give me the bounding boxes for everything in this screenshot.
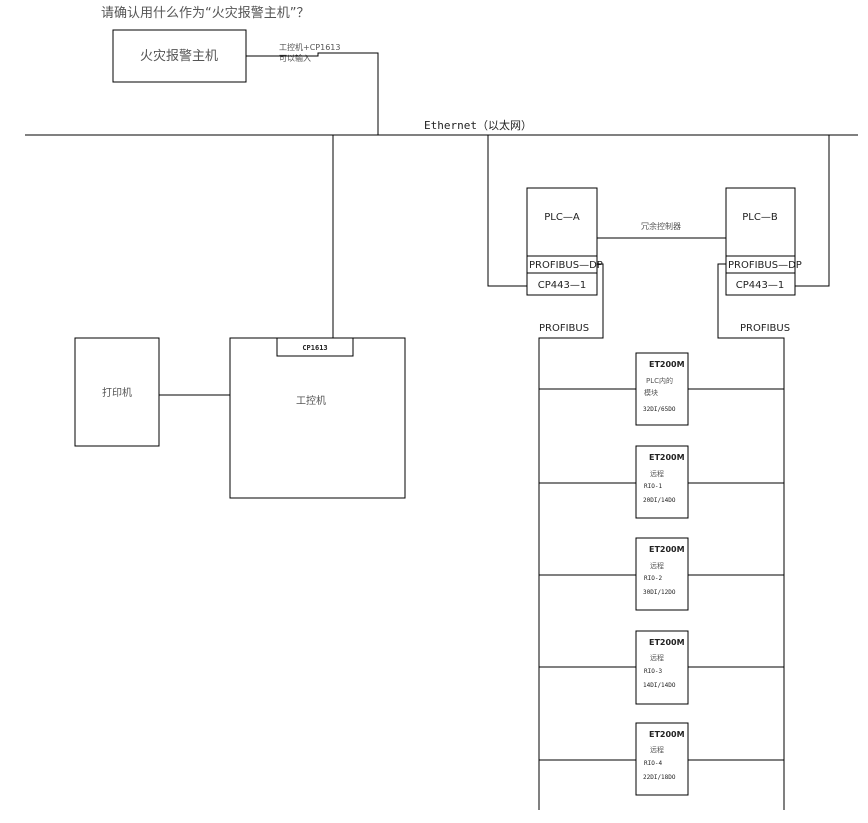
et200m-4-line3: RIO-3 — [644, 668, 662, 675]
plc-b-dp-label: PROFIBUS—DP — [728, 260, 802, 271]
et200m-3-line4: 30DI/12DO — [643, 589, 676, 596]
redundant-label: 冗余控制器 — [641, 221, 681, 231]
et200m-1-line3: 模块 — [644, 388, 658, 397]
et200m-5-line2: 远程 — [650, 745, 664, 754]
et200m-3-title: ET200M — [649, 545, 685, 554]
et200m-station-5: ET200M 远程 RIO-4 22DI/18DO — [539, 722, 784, 796]
ipc-card-label: CP1613 — [302, 344, 327, 352]
et200m-2-line2: 远程 — [650, 469, 664, 478]
plc-a-ethernet-link — [487, 135, 527, 287]
plc-b-title: PLC—B — [742, 212, 778, 223]
ipc-label: 工控机 — [296, 394, 326, 407]
ipc-note-line1: 工控机+CP1613 — [279, 42, 340, 52]
plc-a-title: PLC—A — [544, 212, 580, 223]
et200m-2-line3: RIO-1 — [644, 483, 662, 490]
et200m-4-box — [635, 630, 689, 705]
et200m-5-line3: RIO-4 — [644, 760, 662, 767]
et200m-2-title: ET200M — [649, 453, 685, 462]
et200m-station-3: ET200M 远程 RIO-2 30DI/12DO — [539, 537, 784, 611]
et200m-4-title: ET200M — [649, 638, 685, 647]
et200m-5-box — [635, 722, 689, 796]
et200m-4-line2: 远程 — [650, 653, 664, 662]
et200m-5-title: ET200M — [649, 730, 685, 739]
ipc-card-box — [276, 337, 354, 357]
et200m-5-line4: 22DI/18DO — [643, 774, 676, 781]
et200m-2-line4: 20DI/14DO — [643, 497, 676, 504]
et200m-3-line3: RIO-2 — [644, 575, 662, 582]
plc-b-box — [725, 187, 796, 296]
profibus-left-line — [538, 263, 604, 810]
fire-alarm-host-label: 火灾报警主机 — [140, 48, 218, 64]
ipc-box — [229, 337, 406, 499]
et200m-1-line4: 32DI/65DO — [643, 406, 676, 413]
host-ethernet-link — [246, 52, 379, 135]
et200m-1-box — [635, 352, 689, 426]
fire-alarm-host-box — [112, 29, 247, 83]
profibus-left-label: PROFIBUS — [539, 323, 589, 334]
printer-box — [74, 337, 160, 447]
printer-label: 打印机 — [102, 386, 132, 399]
et200m-station-2: ET200M 远程 RIO-1 20DI/14DO — [539, 445, 784, 519]
et200m-station-4: ET200M 远程 RIO-3 14DI/14DO — [539, 630, 784, 705]
profibus-right-line — [717, 263, 785, 810]
et200m-2-box — [635, 445, 689, 519]
profibus-right-label: PROFIBUS — [740, 323, 790, 334]
et200m-1-line2: PLC内的 — [646, 376, 673, 385]
plc-a-box — [526, 187, 598, 296]
et200m-station-1: ET200M PLC内的 模块 32DI/65DO — [539, 352, 784, 426]
ethernet-label: Ethernet（以太网） — [424, 119, 532, 132]
question-text: 请确认用什么作为“火灾报警主机”？ — [101, 5, 309, 21]
et200m-3-box — [635, 537, 689, 611]
plc-a-dp-label: PROFIBUS—DP — [529, 260, 603, 271]
plc-a-cp-label: CP443—1 — [538, 280, 586, 291]
plc-b-cp-label: CP443—1 — [736, 280, 784, 291]
et200m-4-line4: 14DI/14DO — [643, 682, 676, 689]
ipc-note-line2: 可以输入 — [279, 53, 311, 63]
et200m-1-title: ET200M — [649, 360, 685, 369]
plc-b-ethernet-link — [795, 135, 830, 287]
et200m-3-line2: 远程 — [650, 561, 664, 570]
